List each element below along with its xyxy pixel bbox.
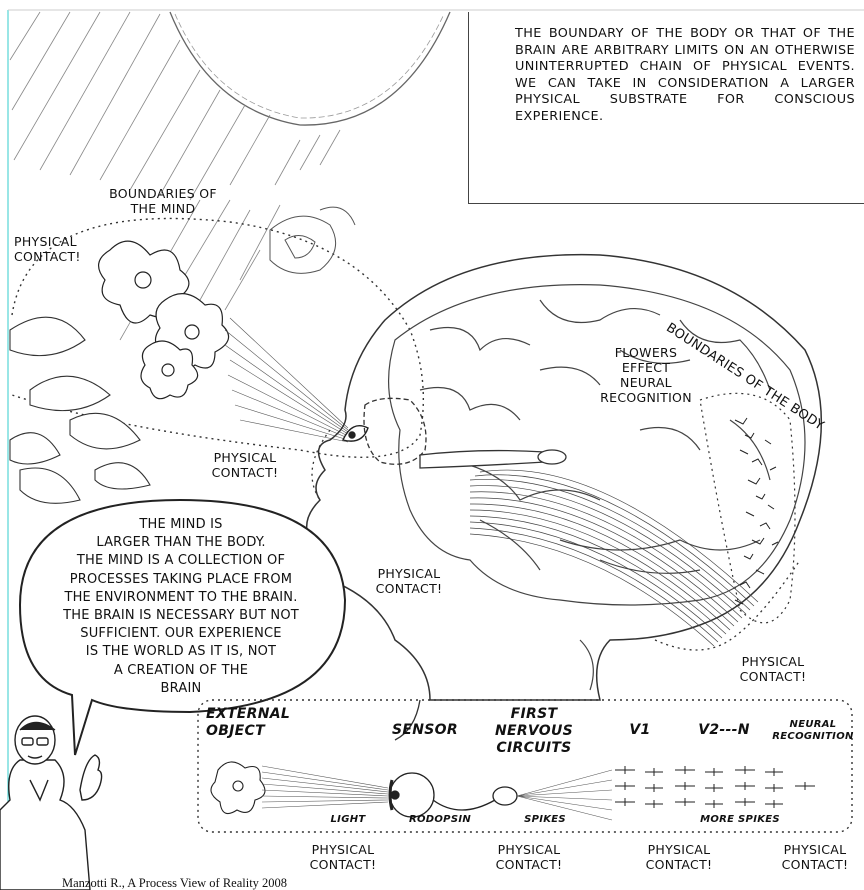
light-rays-to-eye [225,318,348,442]
label-boundaries-of-mind: Boundaries of the mind [88,186,238,216]
bottom-contact-4: Physical contact! [770,842,860,872]
boundary-text-box: The boundary of the body or that of the … [468,12,864,204]
neurons-cluster-icon [735,418,778,604]
stage-title-sensor: Sensor [380,722,470,739]
label-physical-contact-right: Physical contact! [728,654,818,684]
light-rays-small [262,766,388,808]
optic-nerve-icon [420,450,566,468]
bottom-contact-3: Physical contact! [634,842,724,872]
visual-cortex-region [700,393,795,623]
small-orchid-icon [211,762,265,814]
scientist-figure-icon [0,716,102,890]
label-physical-contact-mid: Physical contact! [364,566,454,596]
stage-title-v1: V1 [620,722,660,739]
label-flowers-effect: Flowers effect neural recognition [586,345,706,405]
sun-rays-icon [10,12,450,340]
stage-title-first-nervous-circuits: First nervous circuits [484,706,584,757]
neuron-chain-icon [615,766,815,808]
stage-sub-rodopsin: Rodopsin [400,812,480,827]
stage-sub-more-spikes: More spikes [680,812,800,827]
leaves-icon [10,317,150,503]
head-profile-icon [307,255,822,700]
boundary-text: The boundary of the body or that of the … [515,26,855,125]
citation: Manzotti R., A Process View of Reality 2… [62,876,287,890]
bottom-contact-2: Physical contact! [484,842,574,872]
stage-sub-light: Light [318,812,378,827]
stage-title-neural-recognition: Neural recognition [770,719,856,743]
label-physical-contact-topleft: Physical contact! [14,234,81,264]
speech-bubble-text: The mind is larger than the body. The mi… [22,516,340,698]
eyeball-icon [390,773,517,817]
flower-cluster-icon [270,207,355,273]
eye-region-dashed [364,398,426,464]
bottom-contact-1: Physical contact! [298,842,388,872]
stage-sub-spikes: Spikes [510,812,580,827]
stage-title-v2-n: V2---N [684,722,764,739]
label-physical-contact-eye: Physical contact! [200,450,290,480]
orchid-flowers-icon [99,241,229,399]
stage-title-external-object: External object [206,706,290,740]
